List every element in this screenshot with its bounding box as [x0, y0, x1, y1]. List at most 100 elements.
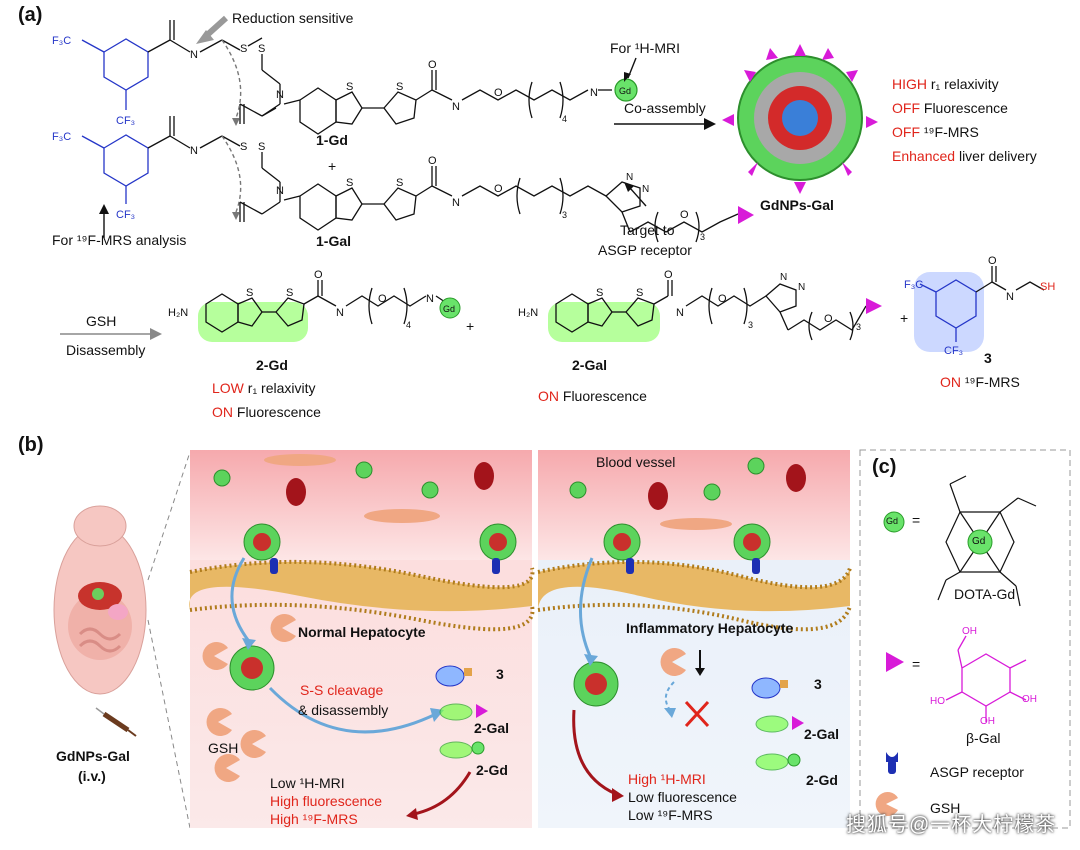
galactose-triangle-legend — [886, 652, 904, 672]
product-icons-left — [435, 665, 488, 759]
normal-product-2gal: 2-Gal — [474, 720, 510, 736]
s-btz-1gd: S — [346, 81, 353, 93]
o-2gal: O — [664, 269, 673, 281]
o-peg2-2gal: O — [824, 313, 833, 325]
o-peg2-1gal: O — [680, 209, 689, 221]
oh-label-1: OH — [962, 626, 977, 637]
normal-hepatocyte-label: Normal Hepatocyte — [298, 624, 426, 640]
s-btz-2gal: S — [596, 287, 603, 299]
s-thz-2gd: S — [286, 287, 293, 299]
property-row-3: Enhanced liver delivery — [892, 148, 1037, 164]
co-assembly-label: Co-assembly — [624, 100, 706, 116]
normal-product-3: 3 — [496, 666, 504, 682]
internalized-np-right — [573, 661, 619, 707]
o-amide-1gal: O — [428, 155, 437, 167]
inflammatory-hepatocyte-label: Inflammatory Hepatocyte — [626, 620, 794, 636]
normal-readout-2: High ¹⁹F-MRS — [270, 811, 358, 827]
mouse-illustration — [53, 505, 147, 737]
inflam-product-2gd: 2-Gd — [806, 772, 838, 788]
panel-c-box — [859, 449, 1071, 829]
oh-label-3: OH — [1022, 694, 1037, 705]
red-blood-cell-2 — [474, 462, 494, 490]
sh-3: SH — [1040, 281, 1055, 293]
panel-c-label: (c) — [872, 456, 897, 478]
aryl-ring-1gd — [103, 38, 149, 91]
n-carbamate-1gd: N — [276, 89, 284, 101]
inflam-readout-0: High ¹H-MRI — [628, 771, 706, 787]
panel-b-scene — [53, 449, 1071, 829]
cleavage-arrow-1gd — [221, 39, 242, 119]
s-btz-2gd: S — [246, 287, 253, 299]
nanoparticle-properties: HIGH r₁ relaxivity OFF Fluorescence OFF … — [892, 72, 1037, 168]
property-row-2: OFF ¹⁹F-MRS — [892, 124, 979, 140]
o-peg-2gal: O — [718, 293, 727, 305]
inflam-product-3: 3 — [814, 676, 822, 692]
inflam-readout-1: Low fluorescence — [628, 789, 737, 805]
compound-2gd-label: 2-Gd — [256, 357, 288, 373]
n-3: N — [1006, 291, 1014, 303]
peg-count-1gd: 4 — [562, 114, 567, 124]
red-blood-cell-4 — [786, 464, 806, 492]
molecule-3: F₃C CF₃ O N SH — [904, 255, 1055, 357]
ss-cleavage-label: S-S cleavage — [300, 682, 384, 698]
o-peg-1gal: O — [494, 183, 503, 195]
normal-readout-1: High fluorescence — [270, 793, 383, 809]
molecule-2gd: H₂N S S O N O 4 N Gd — [168, 269, 461, 342]
membrane-right — [537, 559, 852, 632]
ho-label: HO — [930, 696, 945, 707]
o-amide-1gd: O — [428, 59, 437, 71]
asgp-receptor-legend-label: ASGP receptor — [930, 764, 1024, 780]
compound-2gal-label: 2-Gal — [572, 357, 608, 373]
normal-readout: Low ¹H-MRI High fluorescence High ¹⁹F-MR… — [270, 774, 382, 828]
plus-sign-1: + — [328, 158, 337, 174]
n-2gd: N — [336, 307, 344, 319]
svg-text:Gd: Gd — [619, 86, 631, 96]
s2-1gal: S — [258, 141, 265, 153]
n-terminal-2gd: N — [426, 293, 434, 305]
s-thz-2gal: S — [636, 287, 643, 299]
molecule-2gal: H₂N S S O N O 3 N N O 3 — [518, 269, 882, 342]
plus-sign-3: + — [900, 310, 909, 326]
inflam-readout: High ¹H-MRI Low fluorescence Low ¹⁹F-MRS — [628, 770, 737, 824]
s-thz-1gd: S — [396, 81, 403, 93]
n-amide-1gal: N — [452, 197, 460, 209]
asgp-receptor-label-a: ASGP receptor — [598, 242, 692, 258]
h2n-2gd: H₂N — [168, 307, 188, 319]
iv-label: (i.v.) — [78, 768, 106, 784]
endothelial-cell-3 — [660, 518, 732, 530]
gd-legend-text: Gd — [886, 516, 899, 526]
o-peg-1gd: O — [494, 87, 503, 99]
gsh-legend-label: GSH — [930, 800, 961, 816]
normal-product-2gd: 2-Gd — [476, 762, 508, 778]
s1-1gd: S — [240, 43, 247, 55]
n-amide-1gd: N — [452, 101, 460, 113]
s1-1gal: S — [240, 141, 247, 153]
blocked-cross-icon — [684, 700, 710, 728]
syringe-icon — [95, 707, 137, 737]
galactose-triangle-2gal — [866, 298, 882, 314]
beta-gal-structure — [945, 635, 1027, 722]
compound-1gal-label: 1-Gal — [316, 233, 352, 249]
peg-count2-2gal: 3 — [856, 322, 861, 332]
on-fluorescence-2gd: ON Fluorescence — [212, 404, 321, 420]
molecule-1gal — [81, 116, 739, 243]
cf3-3: CF₃ — [944, 345, 963, 357]
disassembly-label-a: Disassembly — [66, 342, 146, 358]
gsh-legend-icon — [875, 792, 898, 816]
asgp-receptor-legend-icon — [886, 752, 898, 774]
equals-gal: = — [912, 656, 921, 672]
s-thz-1gal: S — [396, 177, 403, 189]
product-icons-right — [751, 677, 804, 771]
panel-b-label: (b) — [18, 434, 44, 456]
nanoparticle-gdnps-gal — [722, 44, 878, 194]
o-peg-2gd: O — [378, 293, 387, 305]
oh-label-2: OH — [980, 716, 995, 727]
f3c-1gd: F₃C — [52, 35, 71, 47]
galactose-triangle-1gal — [738, 206, 754, 224]
membrane-left — [189, 559, 535, 632]
cf3-1gd: CF₃ — [116, 115, 135, 127]
for-1h-mri-label: For ¹H-MRI — [610, 40, 680, 56]
peg-count-2gd: 4 — [406, 320, 411, 330]
n2-triazole-2gal: N — [798, 282, 805, 293]
f3c-1gal: F₃C — [52, 131, 71, 143]
